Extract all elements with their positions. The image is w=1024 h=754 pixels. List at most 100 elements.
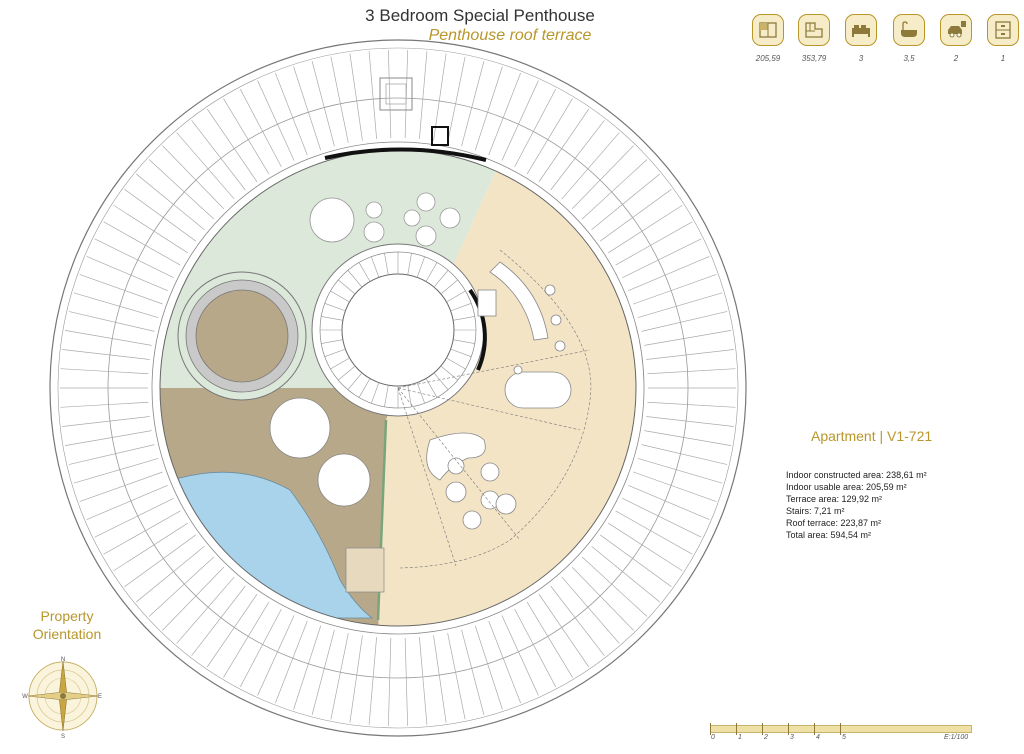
scale-tick	[710, 723, 711, 735]
stair-step	[440, 365, 458, 381]
louvre-slat	[103, 221, 181, 266]
stat-terrace: Terrace area: 129,92 m²	[786, 494, 883, 504]
scale-label-5: 5	[842, 734, 846, 741]
scale-label-0: 0	[711, 734, 715, 741]
louvre-slat	[113, 204, 188, 254]
orientation-heading: Property Orientation	[22, 607, 112, 643]
ceiling-lines	[397, 249, 592, 569]
louvre-slat	[136, 545, 205, 603]
louvre-slat	[191, 585, 246, 656]
louvre-slat	[293, 625, 322, 710]
louvre-slat	[176, 132, 235, 200]
louvre-slat	[387, 50, 392, 139]
louvre-slat	[622, 238, 702, 279]
total-area-plan-icon	[798, 14, 830, 46]
louvre-slat	[148, 159, 215, 220]
stair-step	[338, 365, 356, 381]
louvre-slat	[79, 471, 163, 502]
stair-step	[321, 316, 343, 321]
louvre-slat	[474, 66, 503, 151]
louvre-slat	[191, 120, 246, 191]
louvre-slat	[64, 330, 152, 346]
louvre-slat	[368, 637, 377, 725]
louvre-slat	[257, 80, 295, 161]
louvre-slat	[148, 556, 215, 617]
deck-planters	[269, 397, 371, 507]
louvre-slat	[73, 292, 159, 318]
stair-step	[384, 385, 389, 407]
louvre-slat	[86, 256, 168, 292]
louvre-slat	[311, 61, 335, 147]
stair-step	[407, 253, 412, 275]
stat-indoor-usable: Indoor usable area: 205,59 m²	[786, 482, 907, 492]
louvre-slat	[223, 98, 270, 175]
skylight	[379, 77, 413, 111]
stair-step	[358, 262, 371, 282]
louvre-slat	[447, 56, 466, 144]
stair-step	[371, 382, 380, 404]
planters	[309, 192, 461, 247]
louvre-slat	[501, 80, 539, 161]
louvre-slat	[368, 51, 377, 139]
louvre-slat	[644, 430, 732, 446]
louvre-slat	[581, 556, 648, 617]
stat-stairs: Stairs: 7,21 m²	[786, 506, 845, 516]
louvre-slat	[526, 98, 573, 175]
louvre-slat	[419, 51, 428, 139]
storage-value: 1	[1000, 54, 1006, 63]
compass-w: W	[22, 694, 28, 700]
indoor-area-value: 205,59	[755, 54, 781, 63]
louvre-slat	[94, 238, 174, 279]
louvre-slat	[387, 637, 392, 726]
stair-step	[440, 279, 458, 295]
louvre-slat	[86, 484, 168, 520]
louvre-slat	[644, 330, 732, 346]
parking-value: 2	[953, 54, 959, 63]
louvre-slat	[239, 88, 282, 168]
louvre-slat	[628, 256, 710, 292]
louvre-slat	[474, 625, 503, 710]
louvre-slats	[60, 50, 736, 726]
stair-step	[433, 270, 449, 288]
louvre-slat	[124, 534, 196, 587]
louvre-slat	[79, 274, 163, 305]
louvre-slat	[330, 632, 349, 720]
louvre-slat	[628, 484, 710, 520]
louvre-slat	[162, 145, 225, 209]
louvre-slat	[349, 635, 363, 723]
stair-step	[358, 378, 371, 398]
louvre-slat	[62, 416, 150, 427]
total-area-value: 353,79	[801, 54, 827, 63]
stair-step	[407, 385, 412, 407]
lower-steps	[345, 547, 385, 593]
louvre-slat	[275, 620, 308, 704]
louvre-slat	[103, 510, 181, 555]
bathtub-icon	[893, 14, 925, 46]
louvre-slat	[68, 444, 155, 465]
louvre-slat	[162, 567, 225, 631]
louvre-slat	[591, 545, 660, 603]
louvre-slat	[293, 66, 322, 151]
louvre-slat	[68, 311, 155, 332]
bed-icon	[845, 14, 877, 46]
stat-total-area: Total area: 594,54 m²	[786, 530, 872, 540]
louvre-slat	[330, 56, 349, 144]
scale-label-1: 1	[738, 734, 742, 741]
scale-tick	[840, 723, 841, 735]
compass-s: S	[61, 734, 65, 739]
scale-bar	[710, 725, 972, 733]
louvre-slat	[608, 204, 683, 254]
louvre-slat	[419, 637, 428, 725]
louvre-slat	[615, 221, 693, 266]
orientation-line2: Orientation	[32, 626, 102, 642]
louvre-slat	[641, 444, 728, 465]
louvre-slat	[113, 522, 188, 572]
page-subtitle: Penthouse roof terrace	[428, 27, 592, 44]
bathrooms-value: 3,5	[903, 54, 915, 63]
louvre-slat	[461, 629, 485, 715]
stair-step	[338, 279, 356, 295]
floor-plan-icon	[752, 14, 784, 46]
scale-tick	[736, 723, 737, 735]
louvre-slat	[136, 173, 205, 231]
stair-step	[384, 253, 389, 275]
